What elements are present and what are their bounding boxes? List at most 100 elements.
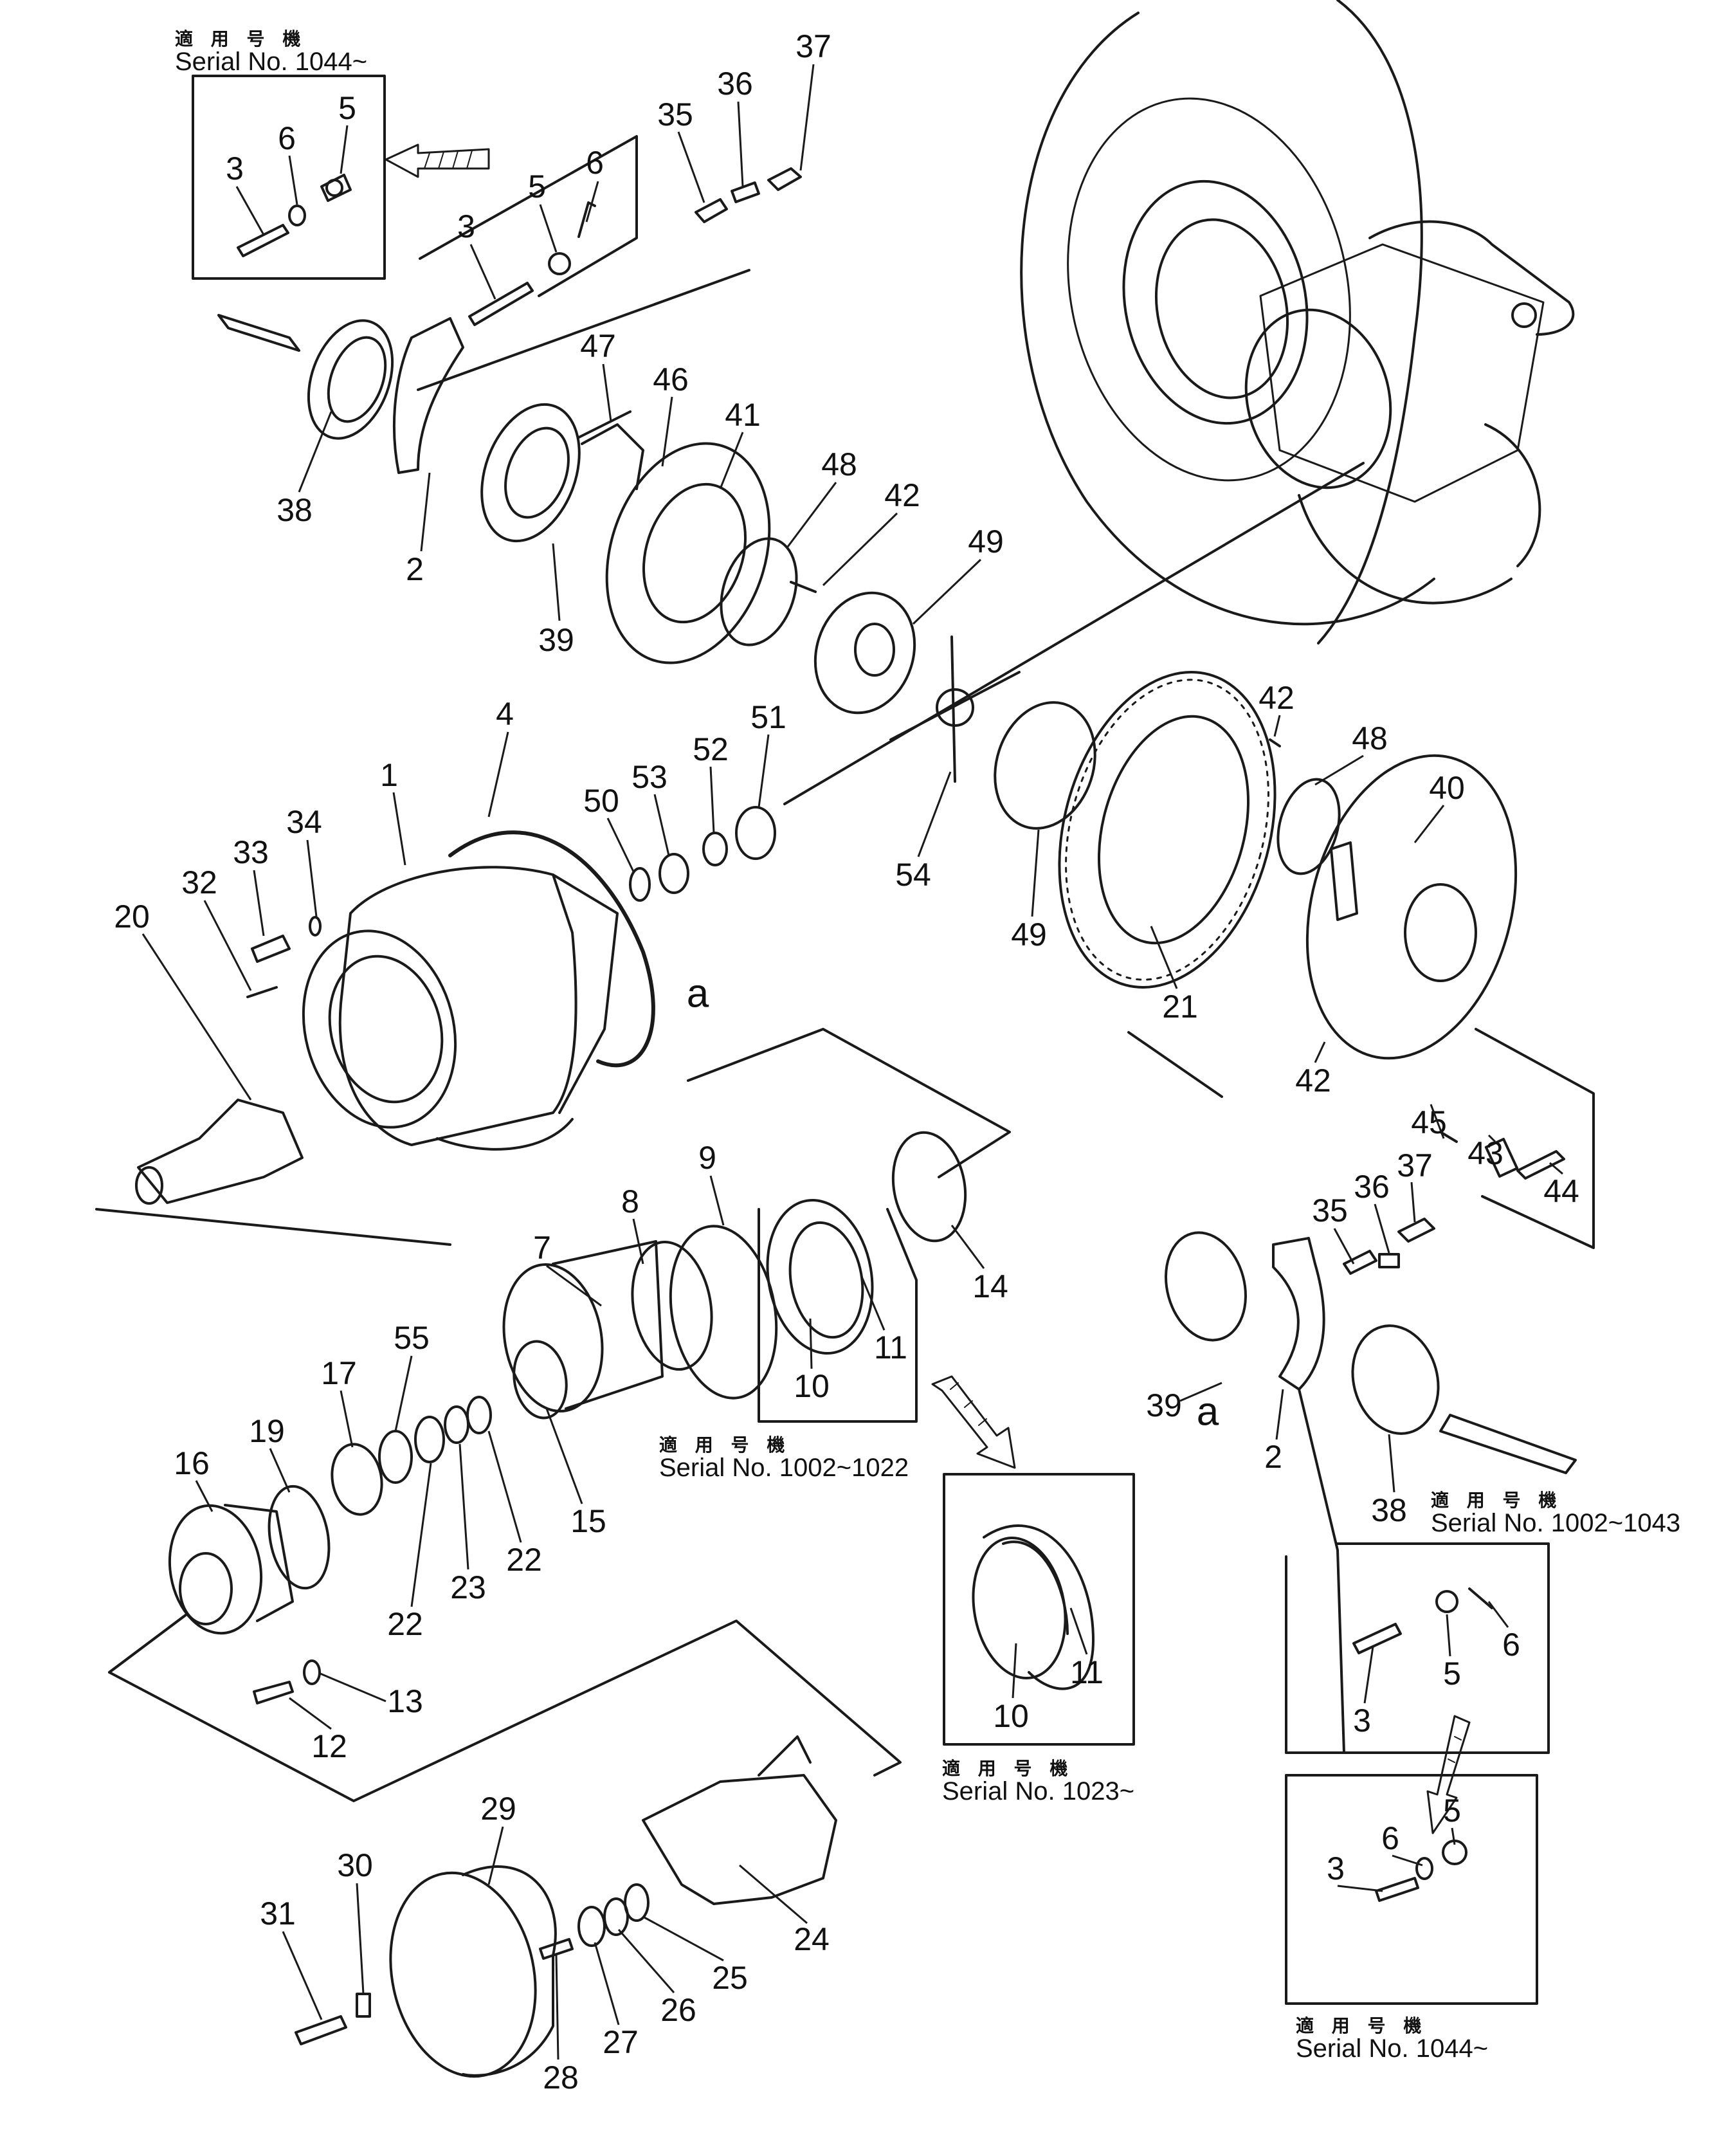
callout-10: 10: [794, 1368, 830, 1404]
callout-37: 37: [795, 28, 831, 64]
callout-5: 5: [338, 90, 356, 126]
callout-8: 8: [621, 1183, 639, 1220]
callout-4: 4: [496, 696, 514, 732]
shaft-line-top: [417, 269, 750, 391]
bearing-17: [331, 1443, 383, 1516]
callout-36: 36: [1354, 1169, 1390, 1205]
guide-line-40: [1475, 1028, 1595, 1249]
callout-21: 21: [1162, 989, 1198, 1025]
hatched-arrow-right: [1426, 1715, 1471, 1834]
callout-49: 49: [1011, 917, 1047, 953]
inset-box-bottom-right: [1285, 1774, 1538, 2005]
callout-23: 23: [450, 1569, 486, 1605]
callout-11: 11: [1070, 1654, 1104, 1690]
plate-27: [577, 1906, 606, 1947]
guide-line-38: [1285, 1388, 1345, 1754]
callout-35: 35: [1312, 1192, 1348, 1229]
o-ring-8: [631, 1240, 713, 1371]
callout-2: 2: [1264, 1439, 1282, 1475]
bearing-14: [891, 1131, 967, 1243]
o-ring-4: [448, 830, 655, 1068]
bolt-30-31: [295, 1993, 371, 2045]
callout-22: 22: [387, 1606, 423, 1642]
callout-42: 42: [884, 477, 920, 513]
callout-6: 6: [1502, 1627, 1520, 1663]
callout-48: 48: [1352, 720, 1388, 756]
seal-38-lower: [1351, 1324, 1577, 1474]
ref-letter-a-lower: a: [1196, 1389, 1219, 1434]
nut-22b: [414, 1416, 445, 1463]
bolt-set-32-34: [246, 916, 322, 998]
o-ring-25: [624, 1883, 650, 1922]
callout-52: 52: [693, 731, 729, 767]
diff-case-40: [1305, 754, 1518, 1060]
shim-set-10-11-upper: [758, 1199, 918, 1423]
callout-50: 50: [583, 783, 619, 819]
note-jp-4: 適 用 号 機: [1431, 1490, 1563, 1510]
callout-35: 35: [657, 96, 693, 132]
serial-note-top-left: 適 用 号 機 Serial No. 1044~: [175, 30, 368, 77]
note-serial-4: Serial No. 1002~1043: [1431, 1509, 1681, 1538]
guide-line-lower: [108, 1613, 902, 1802]
callout-3: 3: [1327, 1850, 1345, 1886]
callout-5: 5: [528, 169, 546, 205]
bearing-39-lower: [1165, 1231, 1247, 1342]
callout-33: 33: [233, 834, 269, 870]
inset-box-right-studs: [1304, 1542, 1550, 1754]
callout-38: 38: [1371, 1492, 1407, 1528]
serial-note-right: 適 用 号 機 Serial No. 1002~1043: [1431, 1491, 1680, 1537]
callout-20: 20: [114, 899, 150, 935]
shaft-line-center: [783, 462, 1365, 805]
washer-23: [444, 1405, 469, 1444]
callout-55: 55: [394, 1320, 430, 1356]
callout-29: 29: [480, 1791, 516, 1827]
side-gear-49-upper: [813, 591, 916, 715]
callout-2: 2: [406, 551, 424, 587]
bolt-12-13: [253, 1659, 321, 1704]
callout-6: 6: [278, 120, 296, 156]
callout-45: 45: [1411, 1104, 1447, 1140]
callout-42: 42: [1295, 1063, 1331, 1099]
bearing-cap-lower: [1272, 1237, 1325, 1391]
callout-38: 38: [277, 492, 313, 528]
serial-note-bottom-right: 適 用 号 機 Serial No. 1044~: [1296, 2016, 1488, 2063]
callout-51: 51: [750, 699, 786, 735]
ring-gear-21: [1058, 670, 1276, 989]
inset-box-serial-1023: [943, 1473, 1135, 1746]
bushing-53: [659, 853, 689, 894]
bearing-cap-upper: [392, 317, 464, 474]
callout-54: 54: [895, 857, 931, 893]
callout-19: 19: [249, 1413, 285, 1449]
yoke-24: [642, 1735, 837, 1905]
callout-17: 17: [321, 1355, 357, 1391]
washer-50: [629, 867, 651, 902]
shim-set-10-11-lower: [972, 1524, 1095, 1690]
hatched-arrow-top: [385, 143, 490, 178]
callout-3: 3: [226, 151, 244, 187]
bracket-bolt-upper: [695, 167, 802, 223]
callout-34: 34: [286, 804, 322, 840]
callout-6: 6: [1381, 1820, 1399, 1856]
inset-box-top-left: [192, 75, 386, 280]
note-serial-1: Serial No. 1044~: [175, 48, 368, 77]
callout-31: 31: [260, 1896, 296, 1932]
callout-5: 5: [1443, 1656, 1461, 1692]
callout-6: 6: [586, 145, 604, 181]
note-serial-3: Serial No. 1023~: [942, 1777, 1135, 1806]
hatched-arrow-middle: [931, 1375, 1016, 1469]
callout-1: 1: [380, 757, 398, 793]
guide-line-14: [687, 1028, 1011, 1178]
callout-5: 5: [1443, 1793, 1461, 1829]
note-jp-3: 適 用 号 機: [942, 1759, 1075, 1778]
callout-42: 42: [1258, 680, 1294, 716]
guide-line-a: [1127, 1031, 1223, 1098]
wheel-disc-assembly: [1020, 0, 1575, 644]
brake-drum-29: [389, 1865, 557, 2078]
callout-49: 49: [968, 524, 1004, 560]
snap-ring-55: [378, 1430, 413, 1484]
thrust-washer-48-upper: [720, 537, 798, 646]
callout-10: 10: [993, 1698, 1029, 1734]
drive-pinion-20: [95, 1099, 451, 1246]
callout-39: 39: [538, 622, 574, 658]
